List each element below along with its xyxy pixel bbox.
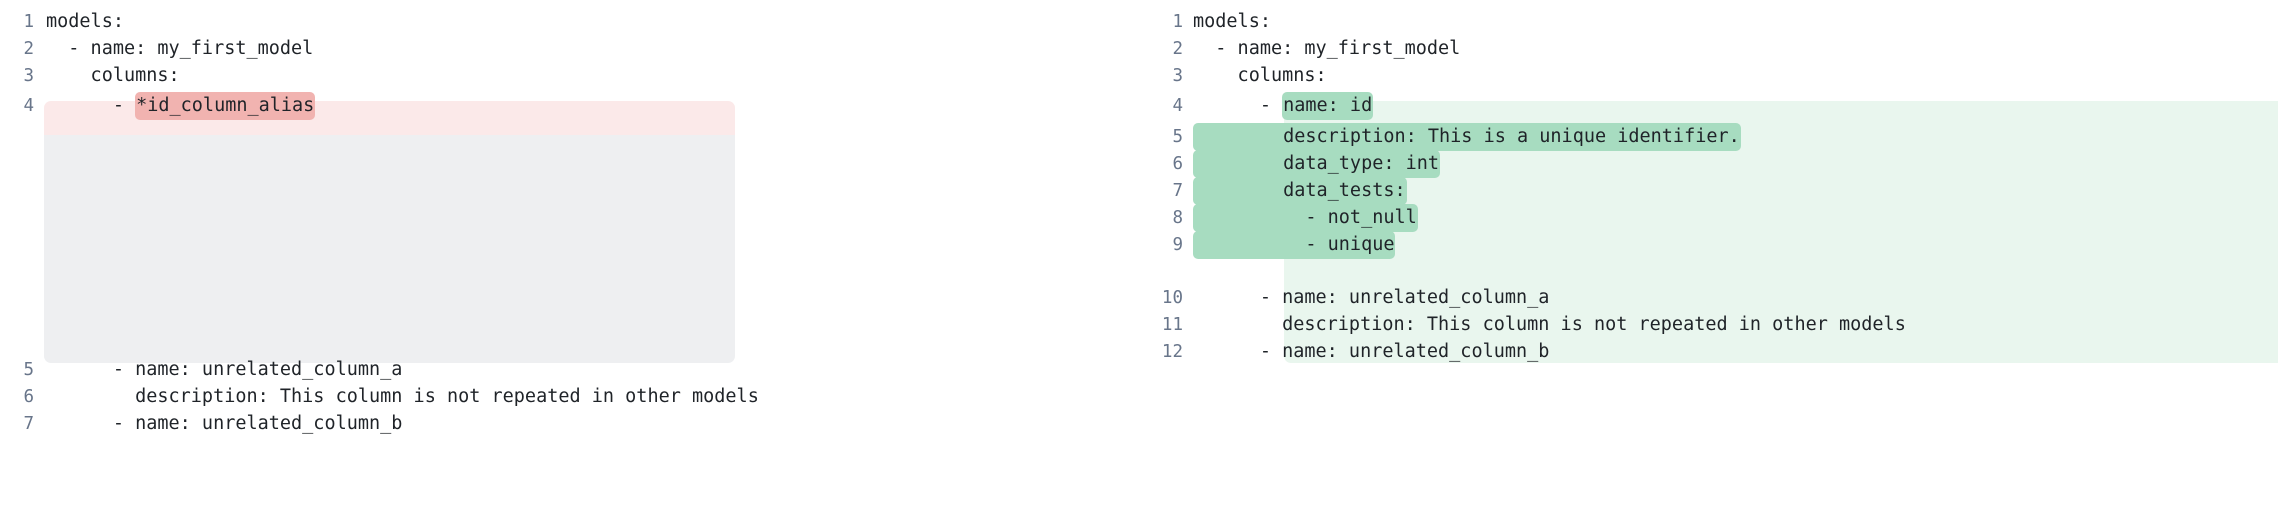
line-content[interactable]: - name: unrelated_column_b	[1193, 341, 1550, 362]
code-line-added: 4 - name: id	[1139, 89, 2278, 123]
line-content[interactable]: data_type: int	[1183, 150, 2278, 178]
line-number: 9	[1172, 235, 1183, 255]
line-content[interactable]: columns:	[1193, 65, 1327, 86]
line-content[interactable]: - name: unrelated_column_b	[46, 413, 403, 434]
code-line: 12 - name: unrelated_column_b	[1139, 338, 2278, 365]
line-number: 10	[1161, 288, 1183, 308]
code-line-added: 9 - unique	[1139, 231, 2278, 259]
code-line: 3 columns:	[0, 62, 1139, 89]
line-content[interactable]: - name: unrelated_column_a	[1193, 287, 1550, 308]
code-line: 1 models:	[1139, 8, 2278, 35]
line-prefix: -	[1193, 95, 1283, 116]
line-content[interactable]: models:	[46, 11, 124, 32]
line-content[interactable]: description: This column is not repeated…	[46, 386, 759, 407]
line-number: 12	[1161, 342, 1183, 362]
line-content[interactable]: - name: unrelated_column_a	[46, 359, 403, 380]
line-content[interactable]: columns:	[46, 65, 180, 86]
line-number: 1	[23, 12, 34, 32]
line-content[interactable]: - not_null	[1183, 204, 2278, 232]
code-line-removed: 4 - *id_column_alias	[0, 89, 1139, 123]
code-line: 5 - name: unrelated_column_a	[0, 356, 1139, 383]
code-line-added: 8 - not_null	[1139, 204, 2278, 232]
line-number: 11	[1161, 315, 1183, 335]
line-number: 2	[1172, 39, 1183, 59]
diff-pane-before: 1 models: 2 - name: my_first_model 3 col…	[0, 8, 1139, 437]
line-content[interactable]: data_tests:	[1183, 177, 2278, 205]
line-number: 7	[1172, 181, 1183, 201]
code-line-added: 5 description: This is a unique identifi…	[1139, 123, 2278, 151]
code-line: 10 - name: unrelated_column_a	[1139, 284, 2278, 311]
code-line: 3 columns:	[1139, 62, 2278, 89]
line-number: 2	[23, 39, 34, 59]
line-number: 4	[1172, 96, 1183, 116]
code-line: 7 - name: unrelated_column_b	[0, 410, 1139, 437]
removed-filler-block	[44, 135, 735, 363]
line-content[interactable]: - name: my_first_model	[46, 38, 314, 59]
code-line: 2 - name: my_first_model	[1139, 35, 2278, 62]
code-line-added: 7 data_tests:	[1139, 177, 2278, 205]
line-content[interactable]: description: This is a unique identifier…	[1183, 123, 2278, 151]
line-number: 7	[23, 414, 34, 434]
code-line: 1 models:	[0, 8, 1139, 35]
line-content[interactable]: - *id_column_alias	[34, 89, 1139, 123]
added-token[interactable]: data_type: int	[1193, 150, 1441, 178]
added-token[interactable]: description: This is a unique identifier…	[1193, 123, 1741, 151]
code-lines-after: 1 models: 2 - name: my_first_model 3 col…	[1139, 8, 2278, 365]
line-content[interactable]: - name: my_first_model	[1193, 38, 1461, 59]
line-prefix: -	[46, 95, 136, 116]
line-content[interactable]: models:	[1193, 11, 1271, 32]
line-number: 1	[1172, 12, 1183, 32]
line-number: 3	[23, 66, 34, 86]
line-content[interactable]: - name: id	[1183, 89, 2278, 123]
code-line-added: 6 data_type: int	[1139, 150, 2278, 178]
diff-pane-after: 1 models: 2 - name: my_first_model 3 col…	[1139, 0, 2278, 528]
line-number: 4	[23, 96, 34, 116]
added-token[interactable]: name: id	[1282, 92, 1374, 120]
line-number: 5	[23, 360, 34, 380]
code-lines-before: 1 models: 2 - name: my_first_model 3 col…	[0, 8, 1139, 437]
line-content[interactable]: - unique	[1183, 231, 2278, 259]
removed-token[interactable]: *id_column_alias	[135, 92, 316, 120]
line-content[interactable]: description: This column is not repeated…	[1193, 314, 1906, 335]
line-number: 6	[23, 387, 34, 407]
code-line: 2 - name: my_first_model	[0, 35, 1139, 62]
line-number: 6	[1172, 154, 1183, 174]
code-line: 11 description: This column is not repea…	[1139, 311, 2278, 338]
code-line: 6 description: This column is not repeat…	[0, 383, 1139, 410]
line-number: 3	[1172, 66, 1183, 86]
added-token[interactable]: - not_null	[1193, 204, 1418, 232]
added-token[interactable]: data_tests:	[1193, 177, 1407, 205]
added-token[interactable]: - unique	[1193, 231, 1396, 259]
line-number: 8	[1172, 208, 1183, 228]
line-number: 5	[1172, 127, 1183, 147]
